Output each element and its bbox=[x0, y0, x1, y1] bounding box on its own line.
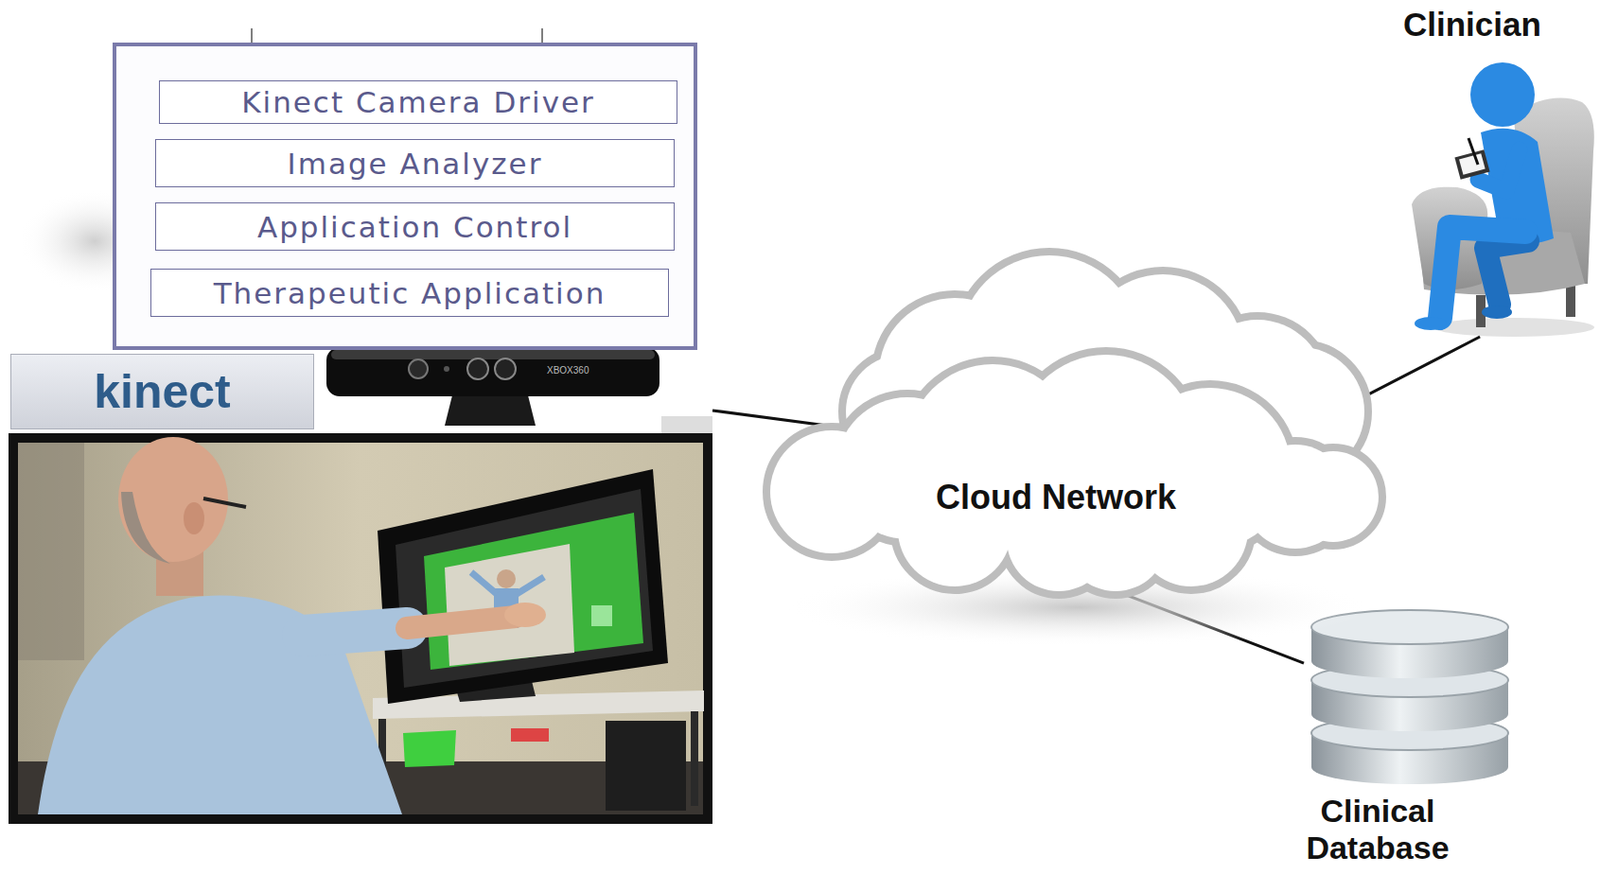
database-node: Clinical Database bbox=[1277, 610, 1514, 871]
node-label: kinect bbox=[10, 353, 315, 430]
tick bbox=[250, 28, 253, 43]
kinect-sensor bbox=[324, 345, 713, 434]
cloud-shape: Cloud Network bbox=[765, 255, 1383, 592]
clinician-figure bbox=[1411, 62, 1595, 337]
software-stack-panel: Kinect Camera DriverImage AnalyzerApplic… bbox=[112, 42, 698, 351]
database-cylinder bbox=[1311, 610, 1509, 785]
layer-box: Therapeutic Application bbox=[150, 268, 669, 317]
node-label: Cloud Network bbox=[935, 477, 1177, 518]
node-label: Image Analyzer bbox=[287, 146, 544, 181]
tick bbox=[541, 28, 544, 43]
cloud-outline bbox=[765, 255, 1383, 592]
layer-box: Image Analyzer bbox=[155, 139, 675, 188]
node-label: Application Control bbox=[257, 210, 573, 245]
patient-photo bbox=[8, 433, 713, 825]
clinician-node: Clinician bbox=[1398, 3, 1598, 337]
kinect-station: kinect bbox=[10, 351, 713, 434]
node-label: Therapeutic Application bbox=[213, 276, 607, 311]
node-label: Clinical Database bbox=[1283, 792, 1473, 867]
layer-box: Application Control bbox=[155, 202, 675, 251]
node-label: Clinician bbox=[1403, 5, 1542, 44]
node-label: Kinect Camera Driver bbox=[241, 85, 596, 120]
layer-box: Kinect Camera Driver bbox=[158, 80, 678, 124]
network-link bbox=[1362, 336, 1480, 398]
device-label: XBOX360 bbox=[546, 365, 589, 376]
